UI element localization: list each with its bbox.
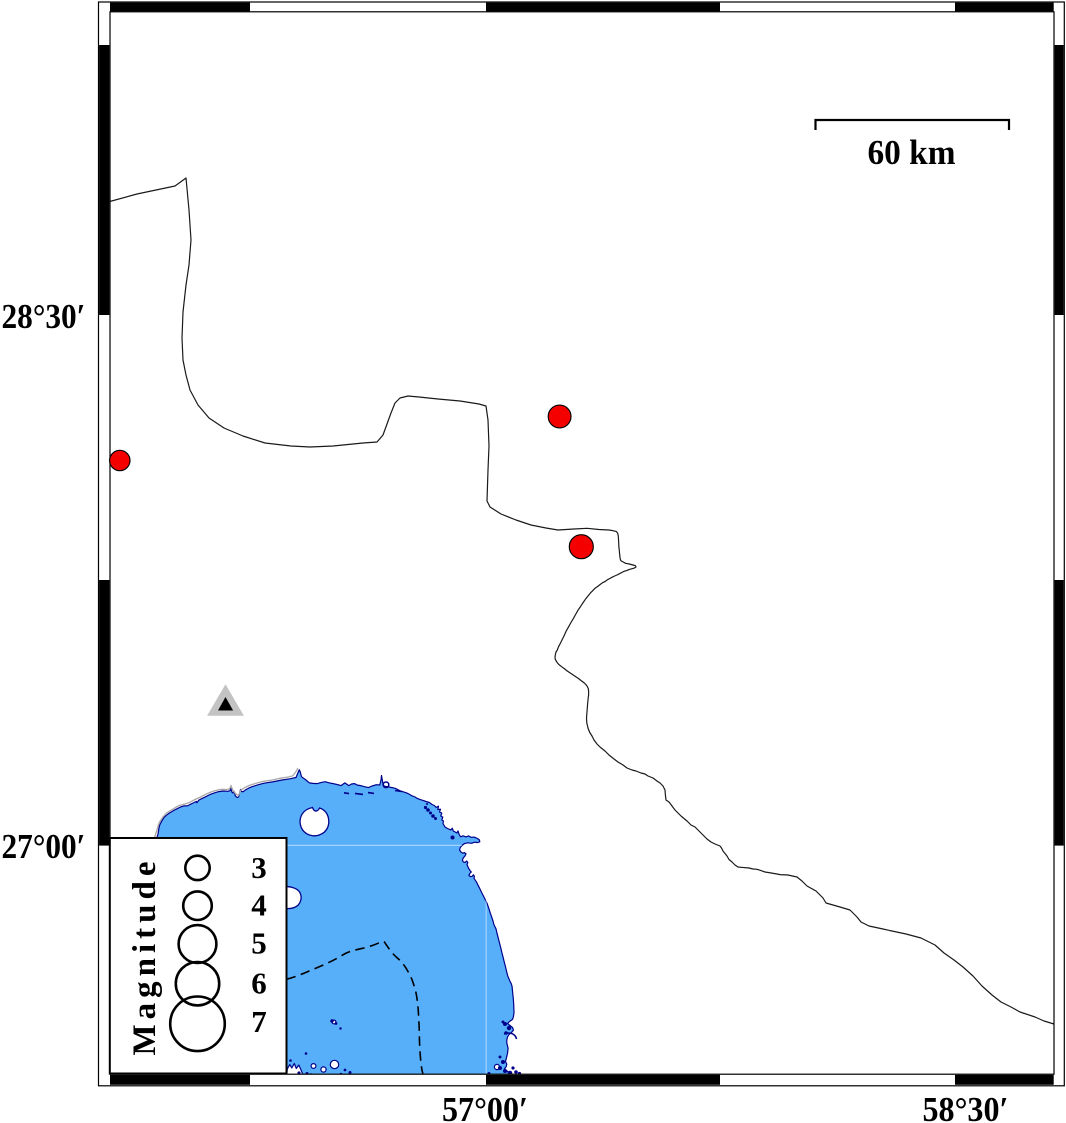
svg-text:60 km: 60 km [868, 133, 956, 172]
svg-text:5: 5 [251, 926, 267, 961]
svg-text:6: 6 [251, 966, 267, 1001]
svg-text:27°00′: 27°00′ [2, 827, 86, 866]
svg-text:3: 3 [251, 850, 267, 885]
svg-text:58°30′: 58°30′ [923, 1090, 1009, 1123]
svg-text:28°30′: 28°30′ [2, 297, 86, 336]
svg-text:57°00′: 57°00′ [442, 1090, 528, 1123]
svg-text:Magnitude: Magnitude [127, 856, 163, 1055]
svg-text:4: 4 [251, 888, 267, 923]
svg-text:7: 7 [251, 1004, 267, 1039]
